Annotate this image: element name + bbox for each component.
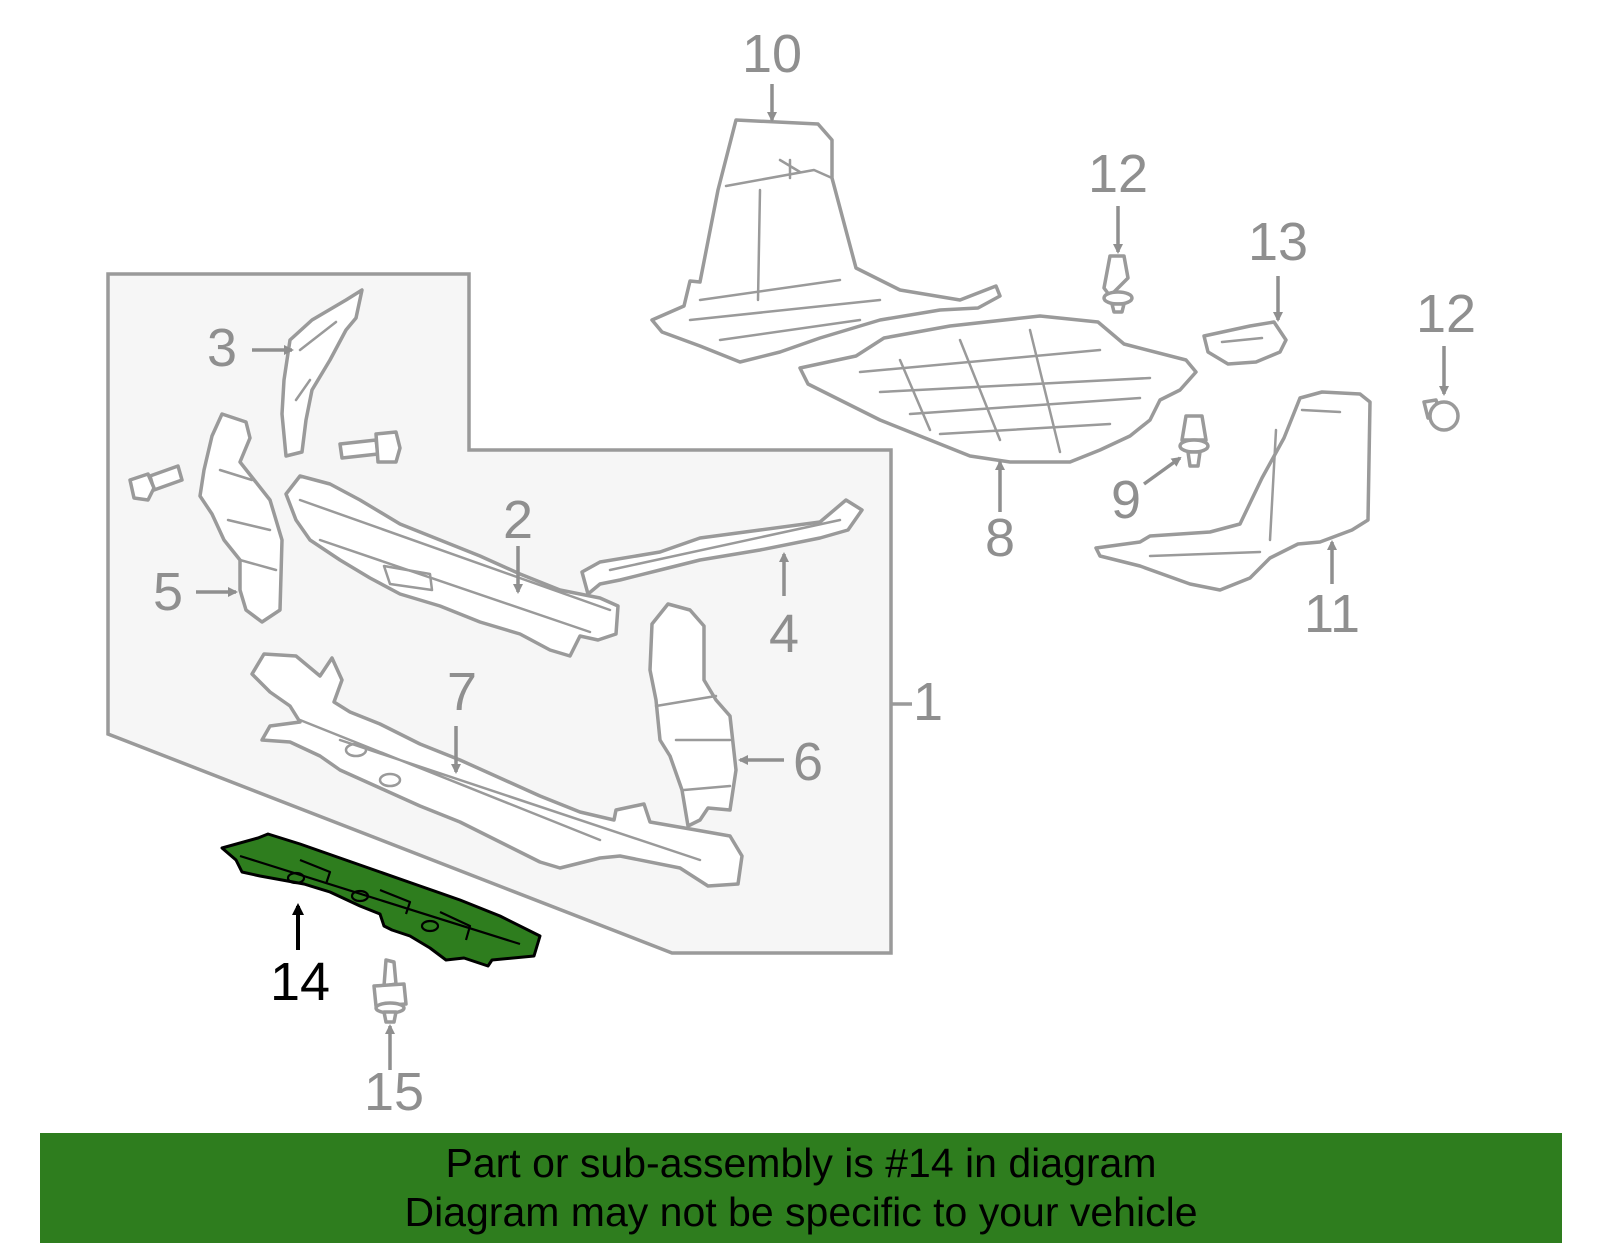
- callout-14: 14: [270, 952, 330, 1012]
- callout-11: 11: [1304, 584, 1360, 644]
- part-15-clip[interactable]: [372, 958, 408, 1024]
- callout-12b: 12: [1416, 284, 1476, 344]
- part-14-deflector-highlighted[interactable]: [220, 832, 542, 968]
- callout-6: 6: [793, 732, 823, 792]
- bolt-upper[interactable]: [338, 430, 402, 464]
- part-12-clip-b[interactable]: [1422, 398, 1460, 432]
- callout-15: 15: [364, 1062, 424, 1122]
- callout-10: 10: [742, 24, 802, 84]
- banner-line-2: Diagram may not be specific to your vehi…: [404, 1189, 1198, 1235]
- part-3-bracket[interactable]: [280, 288, 364, 458]
- part-8-engine-under-cover[interactable]: [798, 314, 1198, 464]
- callout-3: 3: [207, 318, 237, 378]
- part-5-support[interactable]: [198, 412, 284, 624]
- bolt-left[interactable]: [128, 464, 184, 502]
- callout-1: 1: [913, 672, 943, 732]
- callout-2: 2: [503, 490, 533, 550]
- leader-arrows: [196, 84, 1449, 1070]
- callout-8: 8: [985, 508, 1015, 568]
- callout-4: 4: [769, 604, 799, 664]
- part-4-bracket[interactable]: [580, 498, 864, 596]
- part-11-splash-shield[interactable]: [1094, 390, 1372, 592]
- part-13-bracket[interactable]: [1202, 320, 1288, 366]
- banner-line-1: Part or sub-assembly is #14 in diagram: [445, 1140, 1157, 1186]
- callout-9: 9: [1111, 470, 1141, 530]
- callout-12a: 12: [1088, 144, 1148, 204]
- callout-13: 13: [1248, 212, 1308, 272]
- part-7-lower-crossmember[interactable]: [250, 652, 744, 888]
- callout-5: 5: [153, 562, 183, 622]
- part-6-support[interactable]: [648, 602, 738, 828]
- part-9-clip[interactable]: [1178, 414, 1210, 468]
- callout-7: 7: [447, 662, 477, 722]
- part-2-upper-crossmember[interactable]: [284, 474, 620, 658]
- part-10-under-cover[interactable]: [650, 118, 1002, 364]
- info-banner: Part or sub-assembly is #14 in diagram D…: [40, 1133, 1562, 1243]
- part-12-clip-a[interactable]: [1102, 254, 1134, 314]
